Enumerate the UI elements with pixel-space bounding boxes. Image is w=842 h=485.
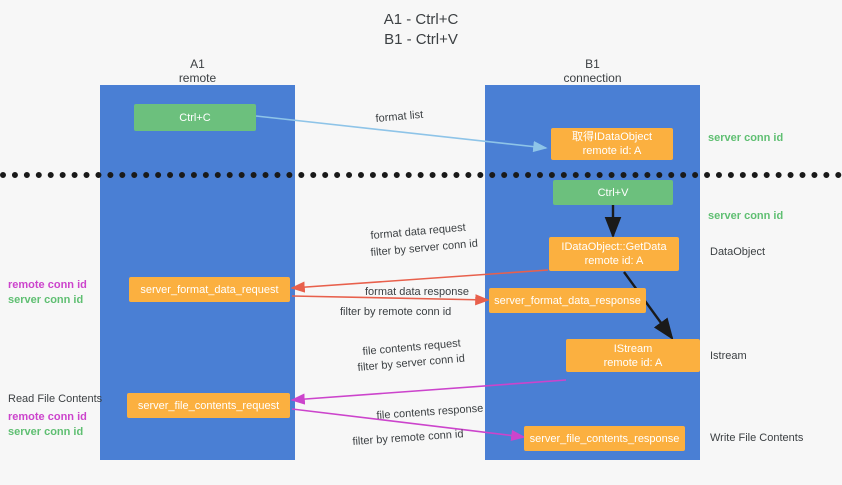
box-server-format-data-response-label: server_format_data_response — [494, 294, 641, 307]
edge-label-format-data-response-text: format data response — [365, 286, 469, 298]
box-server-format-data-request-label: server_format_data_request — [140, 283, 279, 296]
annotation-server-conn-id-2: server conn id — [8, 426, 84, 438]
annotation-dataobject: DataObject — [710, 245, 765, 260]
box-server-file-contents-request[interactable]: server_file_contents_request — [127, 393, 290, 418]
annotation-left-conn-ids: remote conn id server conn id — [8, 278, 87, 308]
box-idataobject-getdata-line2: remote id: A — [584, 255, 644, 267]
annotation-server-conn-id-top-text: server conn id — [708, 132, 784, 144]
annotation-write-file-contents: Write File Contents — [710, 431, 803, 446]
filter-prefix: filter by — [370, 243, 407, 259]
box-ctrl-c-label: Ctrl+C — [179, 111, 211, 124]
annotation-server-conn-id-top: server conn id — [708, 131, 783, 146]
edge-label-format-data-response-filter: filter by remote conn id — [340, 305, 451, 320]
annotation-write-file-contents-text: Write File Contents — [710, 432, 804, 444]
column-header-a1-role: remote — [178, 71, 217, 85]
column-header-b1-name: B1 — [585, 57, 600, 71]
column-header-a1-name: A1 — [190, 57, 205, 71]
edge-label-format-list-text: format list — [375, 108, 424, 125]
title-line-1: A1 - Ctrl+C — [383, 11, 459, 28]
box-idataobject[interactable]: 取得IDataObject remote id: A — [551, 128, 673, 160]
box-istream-line2: remote id: A — [603, 356, 663, 369]
arrow-getdata-to-istream — [623, 271, 674, 340]
column-header-b1: B1 connection — [485, 57, 700, 85]
title-line-2: B1 - Ctrl+V — [384, 31, 458, 48]
annotation-server-conn-id-mid-text: server conn id — [708, 210, 784, 222]
box-istream-line1: IStream — [613, 342, 653, 355]
box-idataobject-line2: remote id: A — [582, 145, 642, 157]
annotation-server-conn-id-mid: server conn id — [708, 209, 783, 224]
annotation-dataobject-text: DataObject — [710, 246, 766, 258]
filter-key-remote-conn-id: remote conn id — [390, 428, 464, 446]
annotation-server-conn-id-1: server conn id — [8, 294, 84, 306]
box-ctrl-c[interactable]: Ctrl+C — [134, 104, 256, 131]
column-header-b1-role: connection — [563, 71, 622, 85]
annotation-remote-conn-id-2: remote conn id — [8, 411, 87, 423]
arrow-file-contents-request — [290, 379, 567, 405]
filter-prefix: filter by — [357, 358, 394, 374]
box-idataobject-line1: 取得IDataObject — [571, 131, 653, 143]
box-ctrl-v-label: Ctrl+V — [597, 186, 629, 199]
box-idataobject-getdata-line1: IDataObject::GetData — [561, 241, 667, 253]
arrow-file-contents-response — [291, 408, 526, 442]
arrow-format-data-request — [290, 269, 549, 293]
annotation-read-file-contents-block: Read File Contents — [8, 392, 102, 407]
column-header-a1: A1 remote — [100, 57, 295, 85]
filter-prefix: filter by — [352, 433, 389, 448]
annotation-remote-conn-id-1: remote conn id — [8, 279, 87, 291]
box-server-format-data-request[interactable]: server_format_data_request — [129, 277, 290, 302]
annotation-istream: Istream — [710, 349, 747, 364]
box-istream[interactable]: IStream remote id: A — [566, 339, 700, 372]
filter-key-remote-conn-id: remote conn id — [378, 306, 452, 318]
box-server-file-contents-response[interactable]: server_file_contents_response — [524, 426, 685, 451]
annotation-left-conn-ids-2: remote conn id server conn id — [8, 410, 87, 440]
diagram-title: A1 - Ctrl+C B1 - Ctrl+V — [0, 10, 842, 50]
phase-divider — [0, 172, 842, 178]
filter-prefix: filter by — [340, 306, 376, 318]
annotation-read-file-contents: Read File Contents — [8, 393, 103, 405]
box-ctrl-v[interactable]: Ctrl+V — [553, 180, 673, 205]
arrow-format-data-response — [291, 294, 490, 306]
box-server-file-contents-response-label: server_file_contents_response — [529, 432, 680, 445]
box-idataobject-getdata[interactable]: IDataObject::GetData remote id: A — [549, 237, 679, 271]
box-server-format-data-response[interactable]: server_format_data_response — [489, 288, 646, 313]
arrow-format-list — [255, 115, 548, 153]
edge-label-format-data-response: format data response — [365, 285, 469, 300]
annotation-istream-text: Istream — [710, 350, 747, 362]
box-server-file-contents-request-label: server_file_contents_request — [137, 399, 280, 412]
